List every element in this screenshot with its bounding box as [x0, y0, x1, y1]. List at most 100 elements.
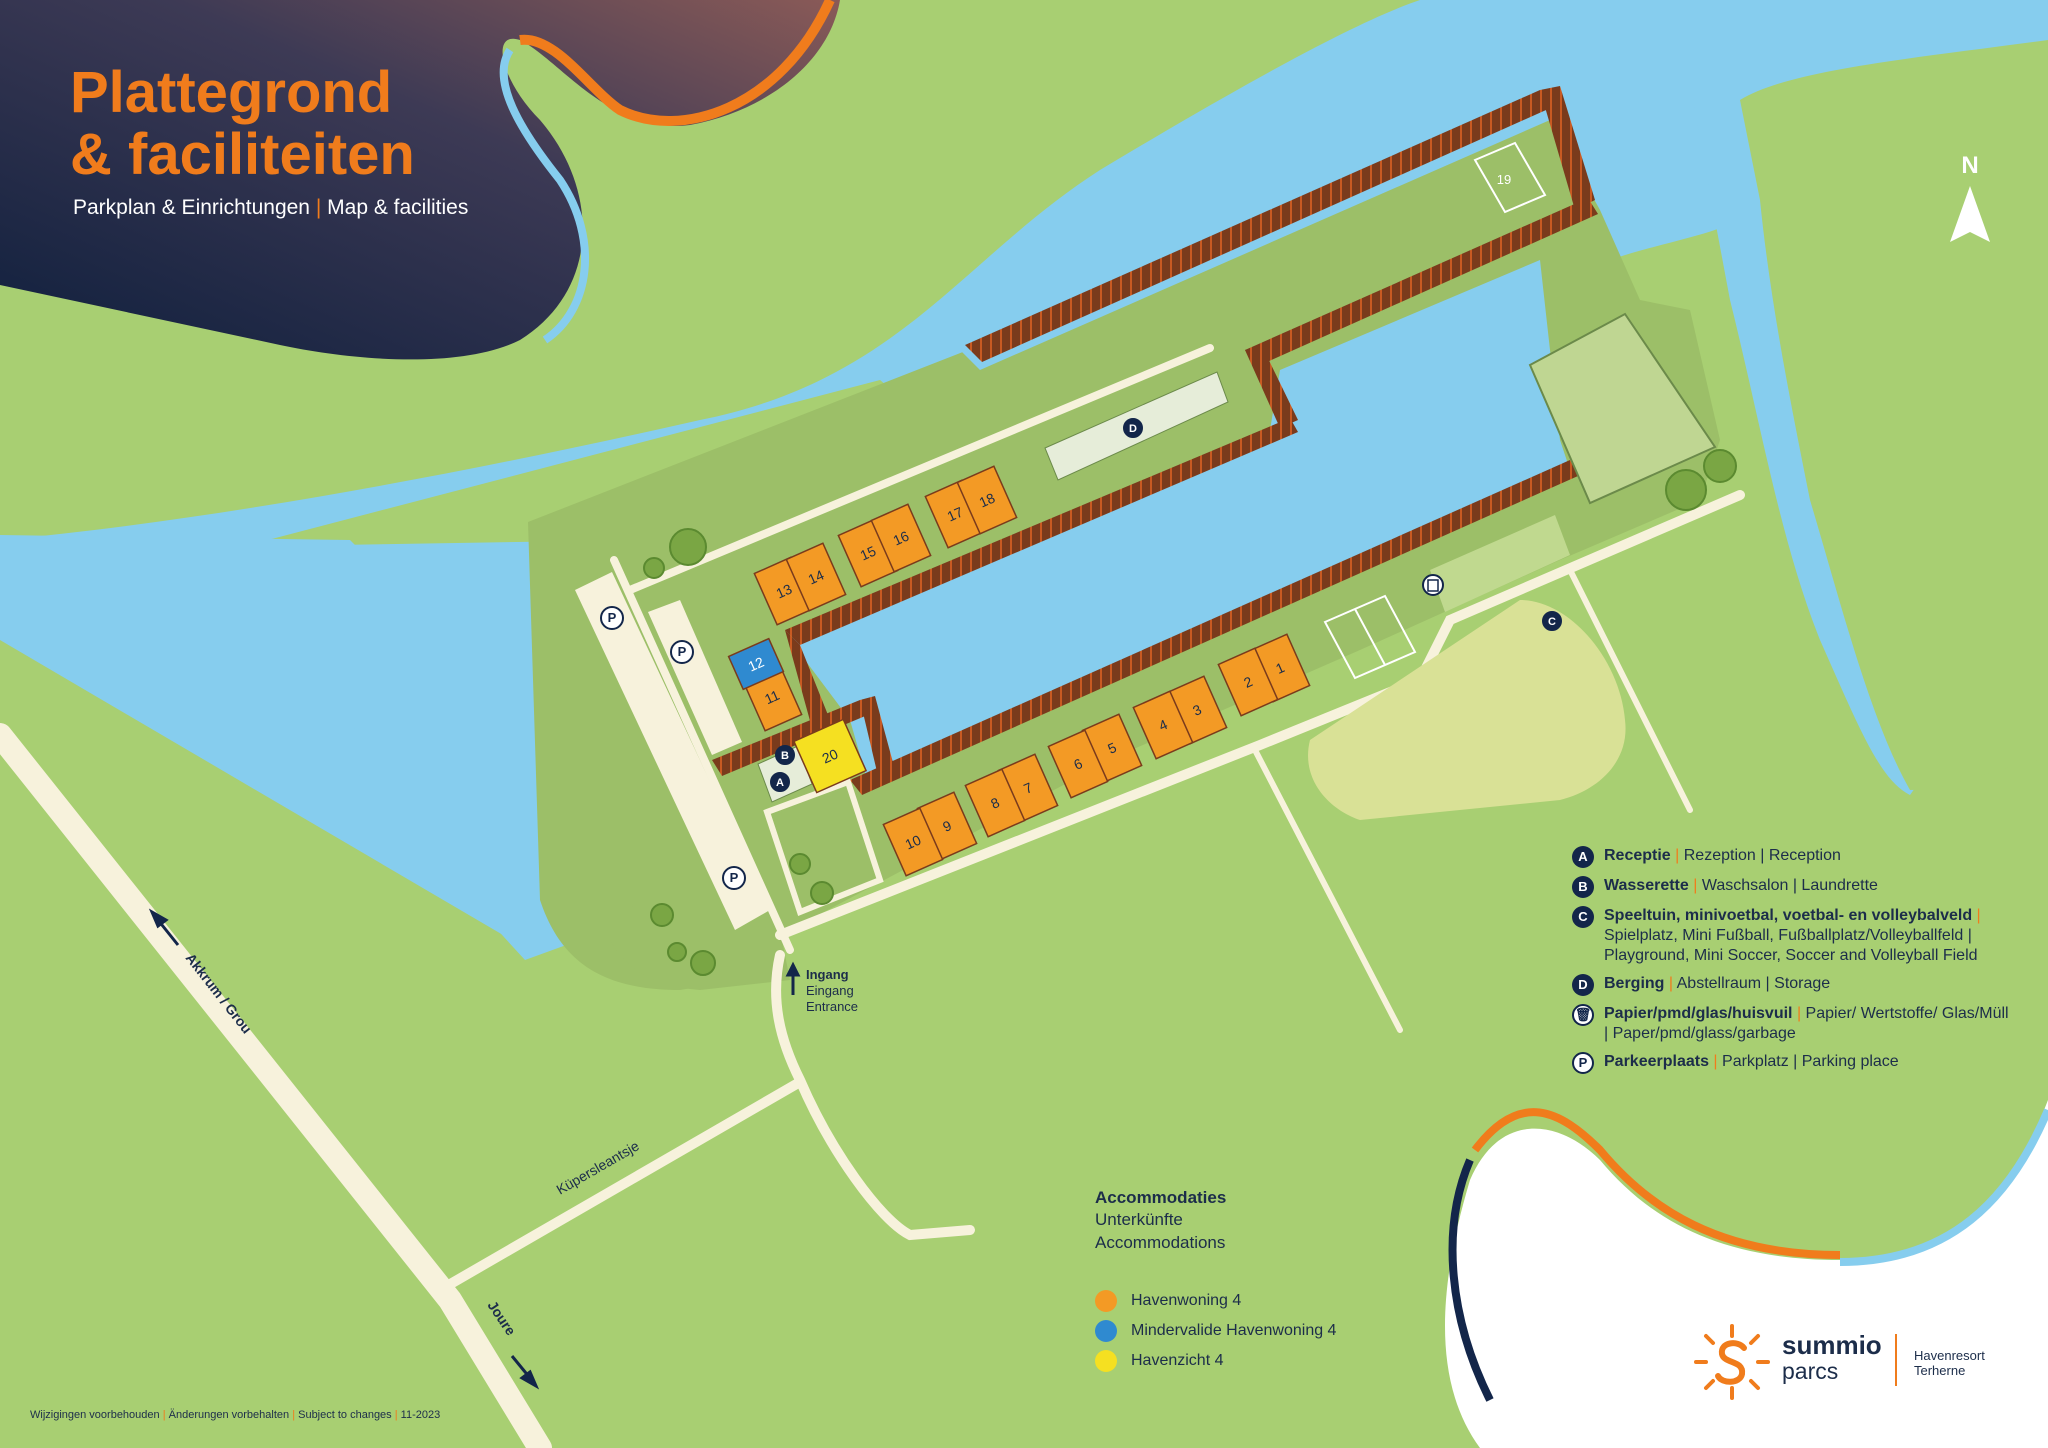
- road-east-branch: [1567, 567, 1693, 813]
- legend-rest: Waschsalon | Laundrette: [1701, 877, 1878, 894]
- compass-label: N: [1961, 152, 1979, 179]
- footer-disclaimer: Wijzigingen voorbehouden | Änderungen vo…: [30, 1409, 440, 1421]
- marker-circle: [1123, 418, 1143, 438]
- summio-logo: summio parcs Havenresort Terherne: [1692, 1322, 2012, 1402]
- unit-number: 10: [903, 831, 924, 852]
- marker-letter: P: [730, 870, 739, 885]
- marker-letter: P: [608, 610, 617, 625]
- unit-shape: [1217, 647, 1279, 717]
- trash-icon: 🗑: [1572, 1004, 1594, 1026]
- tree: [643, 557, 665, 579]
- brand-line2: parcs: [1782, 1358, 1839, 1384]
- accommodation-unit: 18: [956, 465, 1018, 535]
- unit-number: 18: [977, 489, 998, 510]
- tree: [650, 903, 674, 927]
- legend-sep: |: [1688, 877, 1702, 894]
- legend-sep: |: [1664, 975, 1677, 992]
- footer-sep: |: [292, 1409, 296, 1421]
- title-swoosh: [0, 0, 840, 360]
- garden-plot: [763, 778, 884, 916]
- legend-item: A Receptie | Rezeption | Reception: [1572, 846, 2012, 868]
- swoosh-orange-edge: [519, 0, 835, 126]
- arrow-head-joure: [519, 1369, 540, 1390]
- accommodation-label: Havenwoning 4: [1131, 1292, 1242, 1309]
- entrance-de: Eingang: [806, 983, 854, 998]
- marker-letter: B: [781, 750, 789, 762]
- unit-number: 15: [858, 542, 879, 563]
- field-northeast: [1528, 312, 1717, 505]
- playground-area: [1308, 600, 1626, 820]
- resort-line2: Terherne: [1914, 1363, 1966, 1378]
- volleyball-court: [1323, 594, 1417, 680]
- unit-number: 12: [746, 653, 767, 674]
- legend-sep: |: [1670, 847, 1684, 864]
- marker-p: P: [722, 866, 746, 890]
- marker-circle: [770, 772, 790, 792]
- footer-sep: |: [162, 1409, 166, 1421]
- unit-number: 20: [820, 745, 841, 766]
- tree: [690, 950, 716, 976]
- unit-number: 17: [945, 503, 966, 524]
- arrow-head-entrance: [785, 961, 801, 977]
- unit-shape: [1132, 690, 1194, 760]
- accommodation-unit: 13: [753, 556, 815, 626]
- legend-text: Wasserette | Waschsalon | Laundrette: [1604, 876, 1878, 896]
- accommodation-unit: 17: [924, 479, 986, 549]
- legend-color-dot: [1095, 1350, 1117, 1372]
- trash-marker-icon: [1422, 574, 1444, 596]
- unit-shape: [964, 768, 1026, 838]
- footer-nl: Wijzigingen voorbehouden: [30, 1409, 160, 1421]
- marker-circle: [775, 745, 795, 765]
- parking-secondary: [648, 600, 742, 755]
- marker-p: P: [600, 606, 624, 630]
- legend-rest: Papier/ Wertstoffe/ Glas/Müll | Paper/pm…: [1604, 1005, 2009, 1042]
- marker-d: D: [1123, 418, 1143, 438]
- north-arrow-icon: [1950, 186, 1990, 242]
- jetty-southwest-down: [860, 696, 895, 776]
- accommodation-label: Havenzicht 4: [1131, 1352, 1224, 1369]
- road-site-west: [610, 556, 794, 954]
- unit-shape: [792, 718, 868, 794]
- legend-badge: D: [1572, 974, 1594, 996]
- tree: [810, 881, 834, 905]
- tree: [1665, 469, 1707, 511]
- logo-swoosh: [1445, 1100, 2048, 1448]
- accommodations-heading-de: Unterkünfte: [1095, 1210, 1183, 1229]
- legend-text: Berging | Abstellraum | Storage: [1604, 974, 1830, 994]
- jetty-inner-top: [785, 418, 1298, 645]
- jetty-north: [965, 90, 1555, 362]
- marker-a: A: [770, 772, 790, 792]
- page-subtitle: Parkplan & Einrichtungen | Map & facilit…: [73, 196, 468, 220]
- unit-number: 19: [1497, 172, 1511, 187]
- tree: [669, 528, 707, 566]
- mini-soccer-field: [1430, 515, 1570, 612]
- arrow-head-akkrum: [148, 908, 169, 929]
- marker-c: C: [1542, 611, 1562, 631]
- legend-bold: Papier/pmd/glas/huisvuil: [1604, 1005, 1793, 1022]
- accommodation-unit: 12: [727, 637, 785, 691]
- unit-shape: [1047, 729, 1109, 799]
- unit-shape: [727, 637, 785, 691]
- trees: [643, 449, 1737, 976]
- legend-bold: Parkeerplaats: [1604, 1053, 1709, 1070]
- footer-de: Änderungen vorbehalten: [168, 1409, 290, 1421]
- unit-shape: [956, 465, 1018, 535]
- legend-badge: A: [1572, 846, 1594, 868]
- accommodation-unit: 8: [964, 768, 1026, 838]
- legend-color-dot: [1095, 1320, 1117, 1342]
- accommodation-unit: 6: [1047, 729, 1109, 799]
- road-entrance: [771, 950, 975, 1241]
- jetty-northeast-end: [1540, 86, 1595, 210]
- direction-arrows: [148, 908, 801, 1390]
- legend-sep: |: [1972, 907, 1981, 924]
- entrance-nl: Ingang: [806, 967, 849, 982]
- accommodation-label: Mindervalide Havenwoning 4: [1131, 1322, 1337, 1339]
- legend-text: Receptie | Rezeption | Reception: [1604, 846, 1841, 866]
- title-line2: & faciliteiten: [70, 122, 415, 187]
- legend-text: Papier/pmd/glas/huisvuil | Papier/ Werts…: [1604, 1004, 2012, 1044]
- legend-badge: B: [1572, 876, 1594, 898]
- tree: [667, 942, 687, 962]
- marker-circle: [1542, 611, 1562, 631]
- marker-b: B: [775, 745, 795, 765]
